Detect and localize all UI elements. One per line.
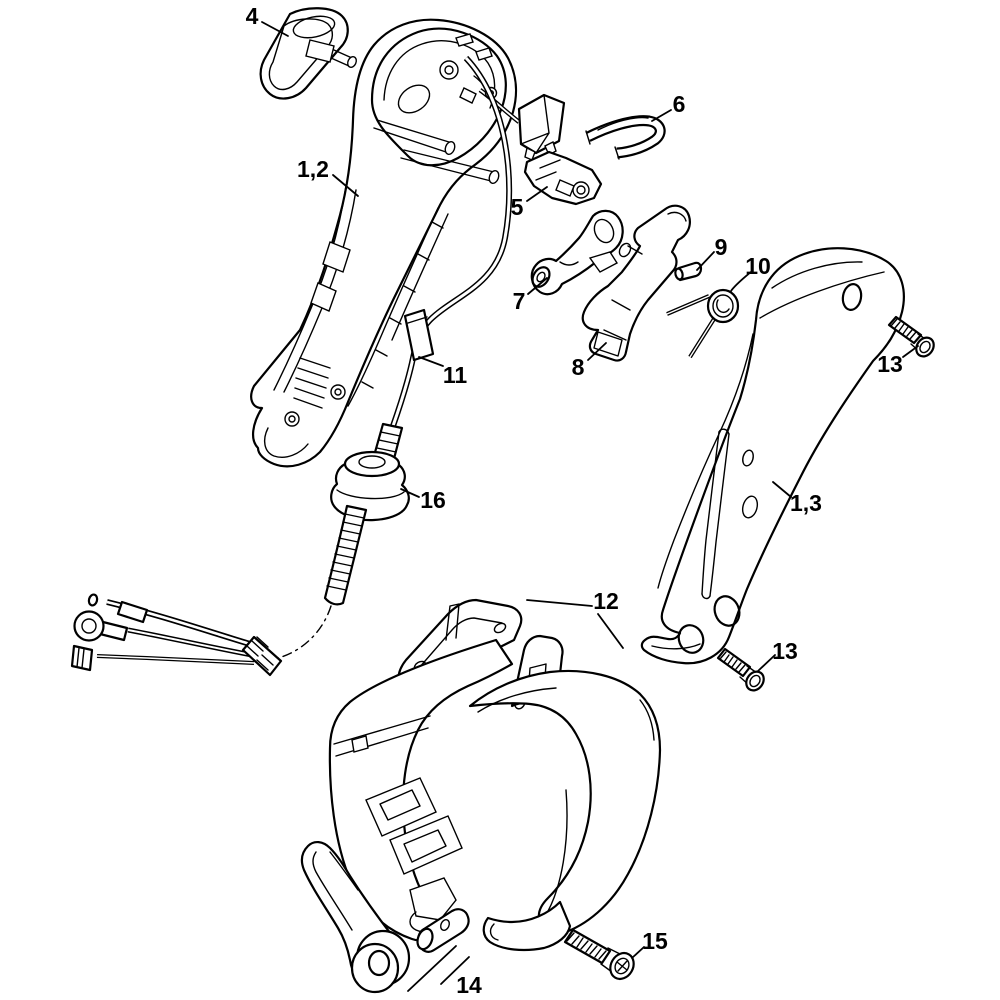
callout-13-lower: 13 [772, 638, 798, 664]
screw-13-upper-drawing [887, 315, 935, 358]
callout-4: 4 [246, 3, 259, 29]
stop-switch-drawing [517, 93, 603, 206]
callout-10: 10 [745, 253, 771, 279]
u-clip-drawing [585, 115, 666, 160]
leader-lines [261, 21, 919, 992]
cable-adjuster-sleeve [403, 308, 435, 362]
screw-15-drawing [563, 928, 635, 981]
callout-1-2: 1,2 [297, 156, 329, 182]
screw-13-lower-drawing [716, 647, 765, 692]
callout-5: 5 [511, 194, 524, 220]
callout-6: 6 [673, 91, 686, 117]
callout-14: 14 [456, 972, 482, 998]
cable-end-fittings-drawing [70, 593, 283, 677]
callout-13-upper: 13 [877, 351, 903, 377]
callout-7: 7 [513, 288, 526, 314]
callout-8: 8 [572, 354, 585, 380]
cable-grommet-drawing [330, 450, 410, 522]
ribbed-cable-shaft-drawing [277, 504, 368, 659]
clamp-pin-drawing [416, 908, 470, 953]
handle-housing-half-drawing [250, 18, 518, 468]
throttle-lever-drawing [530, 209, 624, 296]
clamp-shell-left-drawing [328, 598, 523, 942]
callout-15: 15 [642, 928, 668, 954]
torsion-spring-drawing [666, 288, 740, 359]
callout-1-3: 1,3 [790, 490, 822, 516]
trigger-drawing [581, 204, 691, 362]
clamp-lever-drawing [300, 841, 411, 994]
clamp-shell-right-drawing [468, 634, 662, 952]
callout-12: 12 [593, 588, 619, 614]
choke-knob-drawing [259, 7, 358, 100]
pin-drawing [674, 261, 703, 282]
callout-16: 16 [420, 487, 446, 513]
callout-11: 11 [443, 362, 468, 388]
callout-9: 9 [715, 234, 728, 260]
handle-shell-right-drawing [640, 247, 905, 665]
callout-labels: 4 1,2 5 6 7 8 9 10 11 12 13 1,3 13 14 15… [246, 3, 903, 998]
